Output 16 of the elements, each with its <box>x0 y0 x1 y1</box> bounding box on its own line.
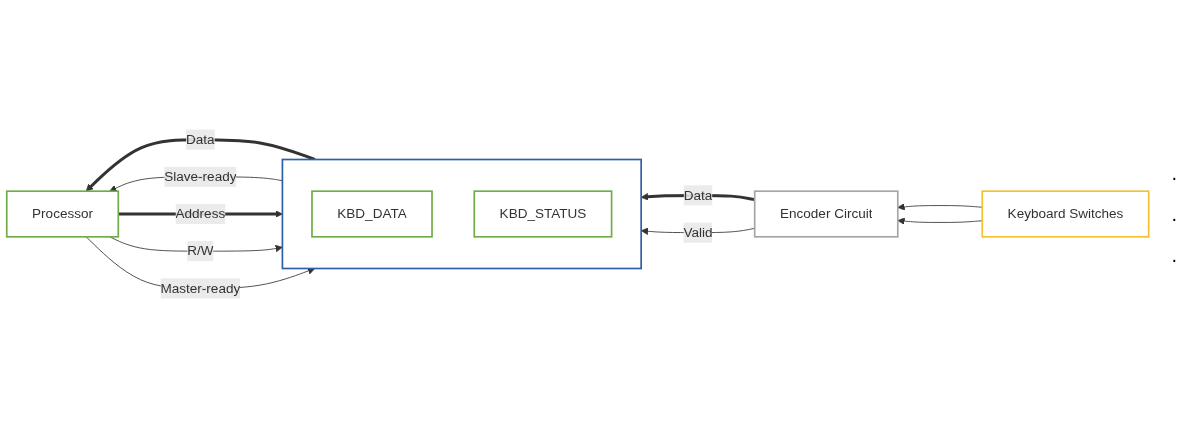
dot-label: . <box>1171 243 1177 267</box>
dot-label: . <box>1171 161 1177 185</box>
edge-label: Data <box>186 132 215 147</box>
dot-label: . <box>1171 202 1177 226</box>
cluster <box>281 158 642 270</box>
node-box: KBD_DATA <box>311 190 433 238</box>
node-box: KBD_STATUS <box>473 190 613 238</box>
node-box: Processor <box>5 190 120 238</box>
edge-label: Address <box>175 206 226 221</box>
edge-label: Valid <box>683 224 713 240</box>
edge-label: Master-ready <box>160 280 241 296</box>
node-box: Keyboard Switches <box>981 190 1150 238</box>
edge-label: R/W <box>187 243 214 258</box>
node-box: Encoder Circuit <box>753 190 899 238</box>
edge-label: Slave-ready <box>164 169 237 184</box>
edge-label: Data <box>683 187 713 203</box>
